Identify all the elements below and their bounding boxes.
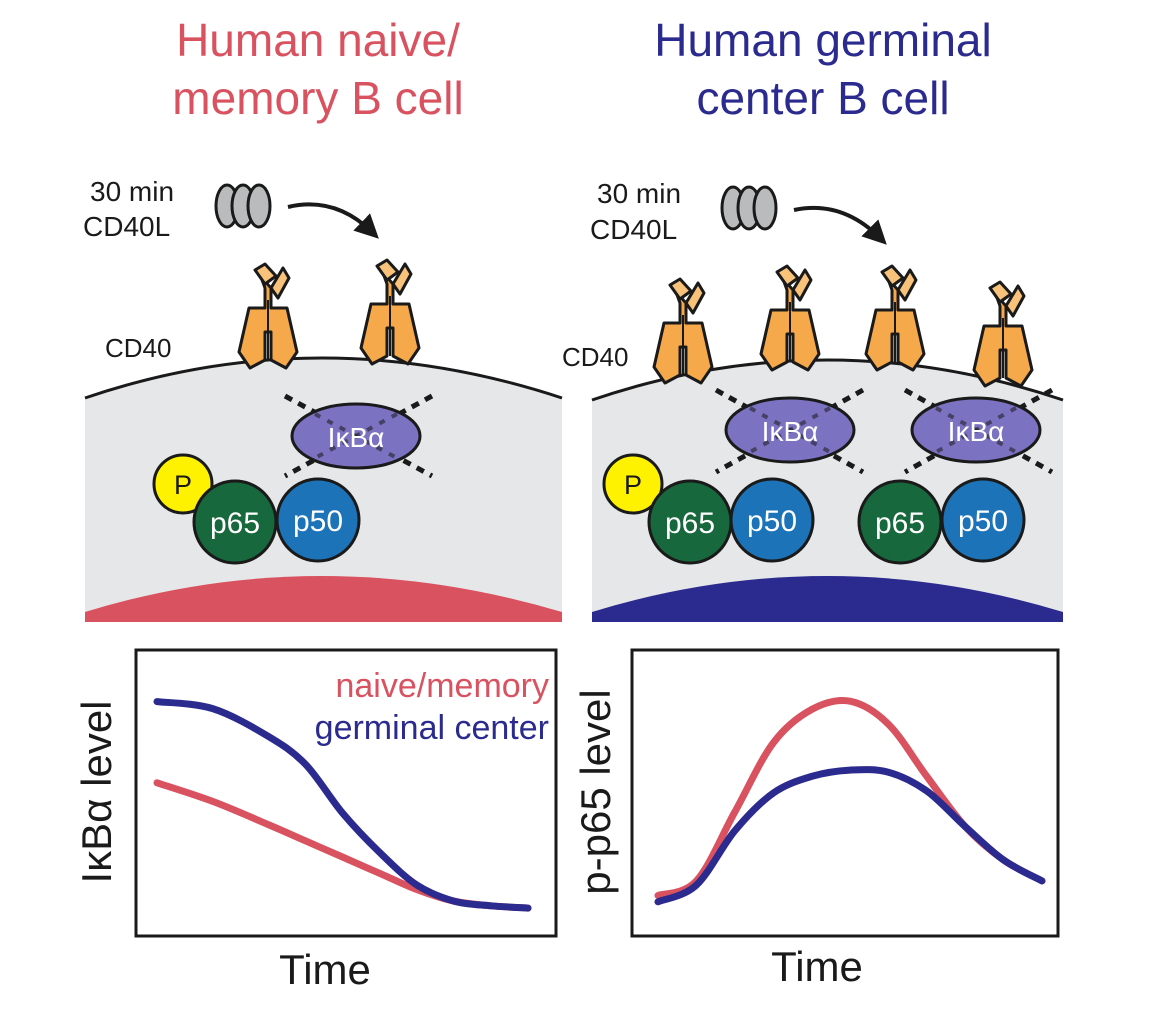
- right-stim-line2: CD40L: [590, 214, 677, 245]
- right-ikba-degradation-2-icon: [903, 387, 1054, 475]
- left-phospho-icon: [152, 453, 214, 515]
- left-cd40-receptor-1-icon: [237, 262, 299, 370]
- ikba-chart-ylabel: IκBα level: [73, 700, 120, 883]
- left-stim-line2: CD40L: [83, 211, 170, 242]
- right-title-line2: center B cell: [696, 72, 949, 124]
- right-phospho-icon: [602, 453, 664, 515]
- right-cd40l-ligand-icon: [720, 185, 778, 231]
- right-ikba-label-1: IκBα: [762, 416, 819, 447]
- ikba-chart-xlabel: Time: [279, 946, 371, 993]
- left-title-line2: memory B cell: [172, 72, 463, 124]
- ikba-chart-legend-naive-memory: naive/memory: [335, 667, 549, 705]
- left-p50-icon: [275, 477, 361, 563]
- right-p50-icon-2: [940, 477, 1026, 563]
- left-stim-line1: 30 min: [90, 176, 174, 207]
- left-arrow-icon: [287, 202, 379, 239]
- p-p65-chart-series-germinal-center: [654, 766, 1046, 906]
- right-cd40-receptor-4-icon: [972, 280, 1034, 388]
- right-cd40-receptor-1-icon: [652, 277, 714, 385]
- right-title-line1: Human germinal: [654, 14, 991, 66]
- left-p65-label: p65: [210, 507, 260, 540]
- right-p50-label-2: p50: [958, 505, 1008, 538]
- right-ikba-degradation-1-icon: [714, 387, 865, 475]
- right-cd40-receptor-2-icon: [759, 264, 821, 372]
- p-p65-level-chart: Time p-p65 level: [572, 648, 1060, 990]
- right-ikba-label-2: IκBα: [948, 416, 1005, 447]
- right-p50-icon-1: [729, 477, 815, 563]
- left-phospho-label: P: [174, 470, 192, 500]
- left-panel: Human naive/ memory B cell 30 min CD40L …: [83, 14, 563, 622]
- left-p50-label: p50: [293, 505, 343, 538]
- right-p65-label-1: p65: [665, 507, 715, 540]
- p-p65-chart-frame: [630, 648, 1060, 938]
- right-cd40-receptor-3-icon: [864, 264, 926, 372]
- left-ikba-label: IκBα: [328, 422, 385, 453]
- right-panel: Human germinal center B cell 30 min CD40…: [562, 14, 1064, 622]
- right-p50-label-1: p50: [747, 505, 797, 538]
- p-p65-chart-xlabel: Time: [771, 943, 863, 990]
- ikba-chart-legend-germinal-center: germinal center: [315, 709, 549, 747]
- ikba-chart-frame: [134, 648, 558, 938]
- left-nucleus: [85, 576, 562, 622]
- left-ikba-degradation-icon: [283, 393, 434, 479]
- left-cd40-receptor-2-icon: [359, 258, 421, 366]
- right-phospho-label: P: [624, 470, 642, 500]
- right-receptor-label: CD40: [562, 342, 628, 372]
- left-cd40l-ligand-icon: [214, 183, 272, 229]
- right-nucleus: [592, 576, 1063, 622]
- left-title-line1: Human naive/: [176, 14, 460, 66]
- right-arrow-icon: [793, 205, 887, 245]
- ikba-chart-series-germinal-center: [153, 698, 532, 912]
- right-stim-line1: 30 min: [597, 178, 681, 209]
- left-receptor-label: CD40: [105, 333, 171, 363]
- ikba-level-chart: Time IκBα level naive/memory germinal cente…: [73, 648, 558, 993]
- right-p65-label-2: p65: [875, 507, 925, 540]
- p-p65-chart-ylabel: p-p65 level: [572, 689, 619, 894]
